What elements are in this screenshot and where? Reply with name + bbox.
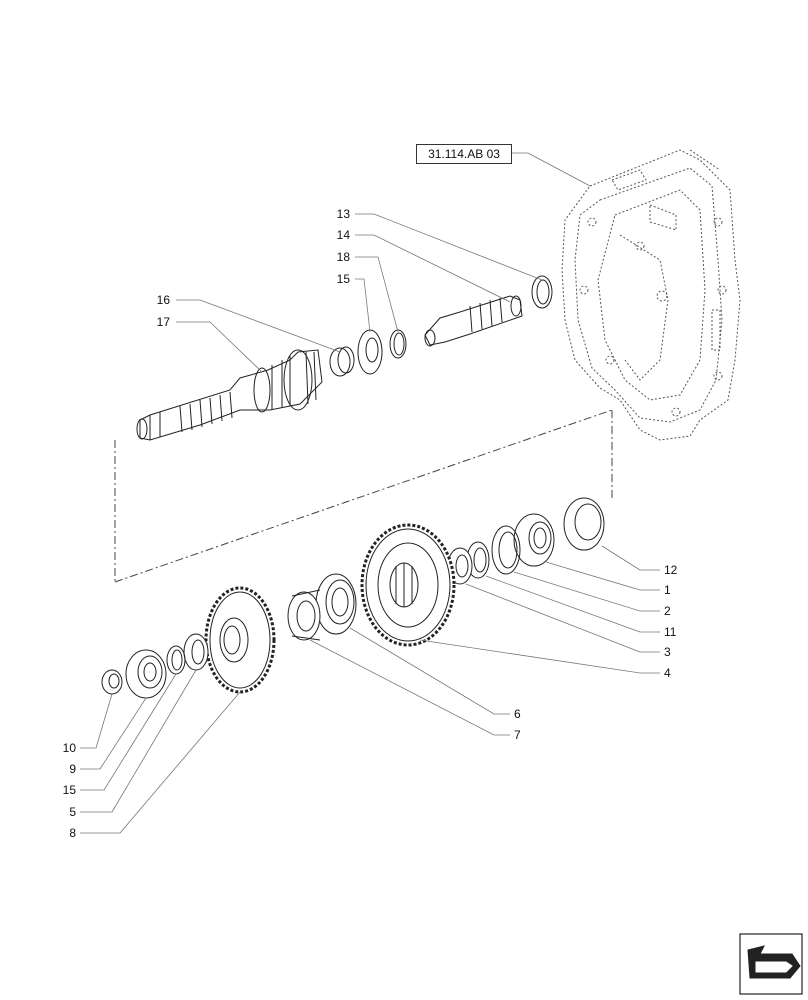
callout-9: 9	[69, 762, 76, 776]
circlip	[531, 275, 553, 309]
callout-10: 10	[62, 741, 76, 755]
transmission-housing	[561, 149, 741, 441]
callout-15-lower: 15	[62, 783, 76, 797]
callout-16: 16	[156, 293, 170, 307]
driven-gear	[204, 586, 276, 694]
gear-washer	[183, 633, 209, 671]
callout-5: 5	[69, 805, 76, 819]
axis-guide	[114, 409, 613, 583]
thrust-washer	[357, 329, 383, 375]
callout-1: 1	[664, 583, 671, 597]
sliding-sleeve	[287, 589, 321, 641]
large-gear	[360, 523, 456, 647]
callout-7: 7	[514, 728, 521, 742]
ball-bearing	[125, 649, 167, 699]
callout-15-upper: 15	[336, 272, 350, 286]
snap-ring	[389, 329, 407, 359]
callout-18: 18	[336, 250, 350, 264]
callout-8: 8	[69, 826, 76, 840]
roller-bearing	[513, 513, 555, 567]
callout-3: 3	[664, 645, 671, 659]
synchronizer-hub	[315, 573, 357, 635]
leader-lines	[80, 213, 660, 834]
split-ring	[491, 525, 521, 575]
main-shaft	[136, 349, 323, 441]
splined-shaft	[424, 295, 523, 347]
callout-17: 17	[156, 315, 170, 329]
next-page-arrow-icon[interactable]	[739, 933, 803, 995]
callout-2: 2	[664, 604, 671, 618]
callout-4: 4	[664, 666, 671, 680]
lock-nut	[101, 669, 123, 695]
callout-12: 12	[664, 563, 678, 577]
callout-6: 6	[514, 707, 521, 721]
bushing	[329, 346, 355, 377]
callout-11: 11	[664, 625, 677, 639]
callout-13: 13	[336, 207, 350, 221]
retaining-ring	[166, 645, 186, 675]
callout-14: 14	[336, 228, 350, 242]
bearing-cup	[563, 497, 605, 551]
reference-label[interactable]: 31.114.AB 03	[416, 144, 512, 164]
